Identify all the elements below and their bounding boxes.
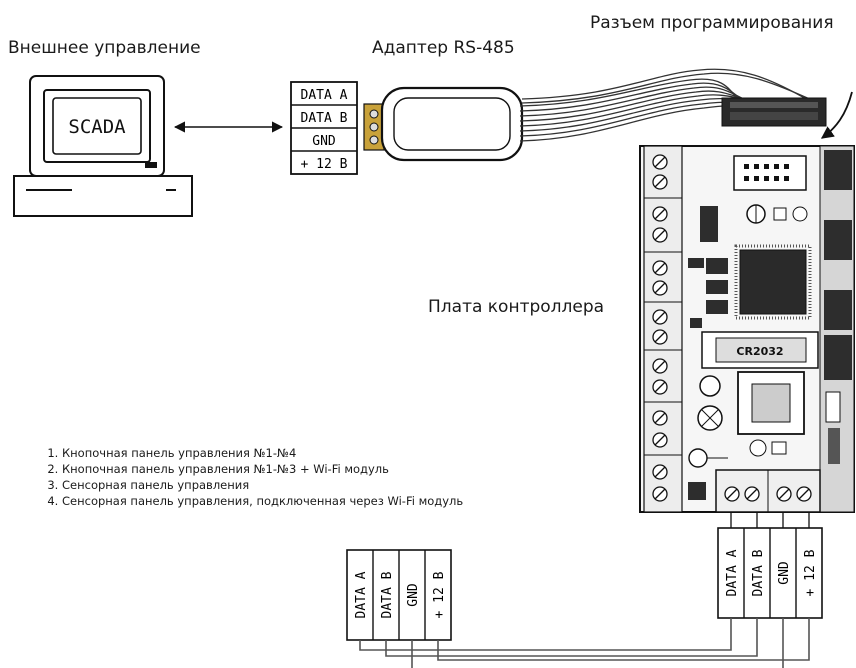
controller-board: CR2032 [639,145,855,513]
note-item: Кнопочная панель управления №1-№3 + Wi-F… [62,461,463,477]
adapter-terminal-block: DATA A DATA B GND + 12 В [290,81,358,175]
adapter-terminal-data-b: DATA B [301,111,348,126]
bus-wiring [359,618,810,668]
computer [13,75,193,217]
scada-screen-label: SCADA [68,116,126,138]
adapter-terminal-data-a: DATA A [301,88,348,103]
panel-terminal-gnd: GND [406,583,421,607]
adapter-terminal-gnd: GND [312,134,336,149]
note-item: Кнопочная панель управления №1-№4 [62,445,463,461]
board-terminal-gnd: GND [777,561,792,585]
board-terminal-data-a: DATA A [725,549,740,596]
adapter-label: Адаптер RS-485 [372,38,515,58]
panel-terminal-12v: + 12 В [432,571,447,618]
controller-board-label: Плата контроллера [428,297,605,317]
battery-label: CR2032 [736,345,783,358]
note-item: Сенсорная панель управления [62,477,463,493]
connector-pointer-arrow [820,91,853,139]
programming-connector-label: Разъем программирования [590,13,834,33]
adapter-terminal-12v: + 12 В [301,157,348,172]
panel-terminal-data-a: DATA A [354,571,369,618]
panel-terminal-block: DATA A DATA B GND + 12 В [346,549,452,641]
board-terminal-data-b: DATA B [751,549,766,596]
board-terminal-block: DATA A DATA B GND + 12 В [717,527,823,619]
external-control-label: Внешнее управление [8,38,201,58]
board-terminal-12v: + 12 В [803,549,818,596]
notes-list: Кнопочная панель управления №1-№4 Кнопоч… [40,445,463,509]
rs485-adapter [363,86,524,162]
programming-connector [721,97,827,127]
note-item: Сенсорная панель управления, подключенна… [62,493,463,509]
panel-terminal-data-b: DATA B [380,571,395,618]
